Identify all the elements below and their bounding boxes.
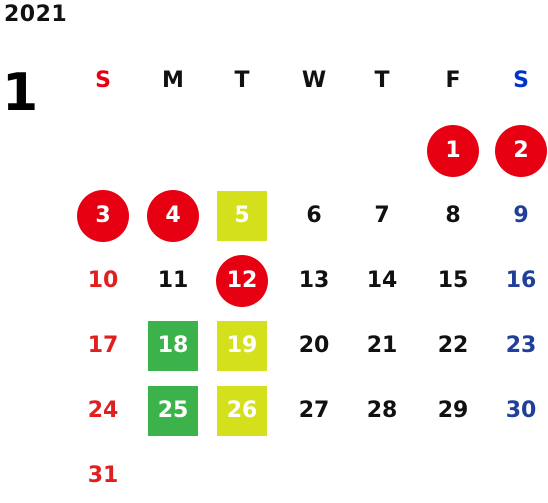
day-19[interactable]: 19 xyxy=(214,320,270,372)
day-6[interactable]: 6 xyxy=(286,190,342,242)
day-number: 9 xyxy=(513,203,529,228)
year-label: 2021 xyxy=(4,2,68,27)
day-9[interactable]: 9 xyxy=(493,190,548,242)
day-12[interactable]: 12 xyxy=(214,255,270,307)
day-4[interactable]: 4 xyxy=(145,190,201,242)
day-31[interactable]: 31 xyxy=(75,450,131,502)
day-11[interactable]: 11 xyxy=(145,255,201,307)
day-15[interactable]: 15 xyxy=(425,255,481,307)
day-number: 15 xyxy=(437,268,469,293)
day-1[interactable]: 1 xyxy=(425,125,481,177)
day-number: 12 xyxy=(226,268,258,293)
day-number: 14 xyxy=(366,268,398,293)
day-14[interactable]: 14 xyxy=(354,255,410,307)
day-number: 28 xyxy=(366,398,398,423)
green-square-marker xyxy=(148,386,198,436)
day-number: 20 xyxy=(298,333,330,358)
yellow-square-marker xyxy=(217,386,267,436)
weekday-thursday: T xyxy=(374,68,390,93)
day-number: 22 xyxy=(437,333,469,358)
month-number: 1 xyxy=(2,63,39,123)
weekday-monday: M xyxy=(162,68,184,93)
day-number: 23 xyxy=(505,333,537,358)
day-20[interactable]: 20 xyxy=(286,320,342,372)
day-5[interactable]: 5 xyxy=(214,190,270,242)
day-number: 5 xyxy=(234,203,250,228)
day-22[interactable]: 22 xyxy=(425,320,481,372)
day-28[interactable]: 28 xyxy=(354,385,410,437)
weekday-wednesday: W xyxy=(301,68,327,93)
day-number: 21 xyxy=(366,333,398,358)
weekday-sunday: S xyxy=(95,68,111,93)
day-number: 6 xyxy=(306,203,322,228)
day-number: 31 xyxy=(87,463,119,488)
day-8[interactable]: 8 xyxy=(425,190,481,242)
day-number: 11 xyxy=(157,268,189,293)
day-2[interactable]: 2 xyxy=(493,125,548,177)
day-number: 13 xyxy=(298,268,330,293)
day-29[interactable]: 29 xyxy=(425,385,481,437)
day-7[interactable]: 7 xyxy=(354,190,410,242)
day-number: 26 xyxy=(226,398,258,423)
day-26[interactable]: 26 xyxy=(214,385,270,437)
yellow-square-marker xyxy=(217,321,267,371)
day-number: 27 xyxy=(298,398,330,423)
day-number: 10 xyxy=(87,268,119,293)
day-number: 19 xyxy=(226,333,258,358)
day-17[interactable]: 17 xyxy=(75,320,131,372)
day-number: 29 xyxy=(437,398,469,423)
day-24[interactable]: 24 xyxy=(75,385,131,437)
day-16[interactable]: 16 xyxy=(493,255,548,307)
day-number: 1 xyxy=(445,138,461,163)
day-21[interactable]: 21 xyxy=(354,320,410,372)
day-number: 16 xyxy=(505,268,537,293)
weekday-saturday: S xyxy=(513,68,529,93)
day-number: 7 xyxy=(374,203,390,228)
day-number: 4 xyxy=(165,203,181,228)
day-number: 30 xyxy=(505,398,537,423)
day-3[interactable]: 3 xyxy=(75,190,131,242)
day-10[interactable]: 10 xyxy=(75,255,131,307)
holiday-circle xyxy=(216,255,268,307)
day-18[interactable]: 18 xyxy=(145,320,201,372)
weekday-friday: F xyxy=(445,68,461,93)
holiday-circle xyxy=(147,190,199,242)
day-number: 2 xyxy=(513,138,529,163)
day-23[interactable]: 23 xyxy=(493,320,548,372)
day-13[interactable]: 13 xyxy=(286,255,342,307)
holiday-circle xyxy=(495,125,547,177)
holiday-circle xyxy=(77,190,129,242)
day-25[interactable]: 25 xyxy=(145,385,201,437)
yellow-square-marker xyxy=(217,191,267,241)
day-30[interactable]: 30 xyxy=(493,385,548,437)
day-number: 18 xyxy=(157,333,189,358)
weekday-tuesday: T xyxy=(234,68,250,93)
day-number: 8 xyxy=(445,203,461,228)
day-number: 17 xyxy=(87,333,119,358)
day-27[interactable]: 27 xyxy=(286,385,342,437)
day-number: 24 xyxy=(87,398,119,423)
holiday-circle xyxy=(427,125,479,177)
day-number: 25 xyxy=(157,398,189,423)
green-square-marker xyxy=(148,321,198,371)
day-number: 3 xyxy=(95,203,111,228)
